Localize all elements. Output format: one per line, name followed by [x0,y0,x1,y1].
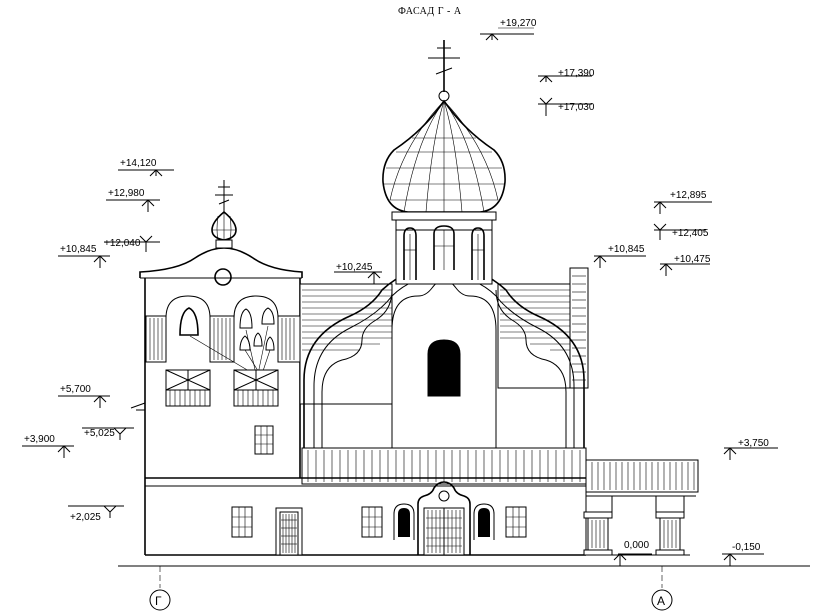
axis-a: А [651,566,673,611]
svg-text:+3,750: +3,750 [738,438,769,449]
plinth [145,477,587,556]
svg-text:+5,025: +5,025 [84,428,115,439]
svg-text:+12,980: +12,980 [108,188,145,199]
svg-text:+3,900: +3,900 [24,434,55,445]
svg-text:-0,150: -0,150 [732,542,761,553]
svg-text:0,000: 0,000 [624,540,649,551]
level-nave-eave: +10,245 [334,262,382,284]
svg-text:+12,405: +12,405 [672,228,709,239]
level-roof-eave: +10,475 [659,254,711,276]
level-ground: 0,000 [613,540,652,566]
belfry-dome [211,180,237,249]
svg-text:+10,845: +10,845 [60,244,97,255]
svg-text:+14,120: +14,120 [120,158,157,169]
svg-text:+17,030: +17,030 [558,102,595,113]
svg-text:+10,475: +10,475 [674,254,711,265]
level-porch-roof: +3,750 [723,438,778,460]
level-dome-base: +17,030 [538,97,595,116]
svg-text:+10,845: +10,845 [608,244,645,255]
level-second-floor: +3,900 [22,434,74,458]
level-drum-top: +12,895 [653,190,712,214]
svg-text:+2,025: +2,025 [70,512,101,523]
main-dome [382,40,506,285]
axis-g-label: Г [155,594,162,608]
svg-text:+10,245: +10,245 [336,262,373,273]
level-grade: -0,150 [722,542,764,566]
level-belfry-gable: +12,040 [104,235,160,252]
level-dome-top: +17,390 [538,68,595,83]
svg-text:+12,895: +12,895 [670,190,707,201]
axis-a-label: А [657,594,665,608]
porch [583,459,699,556]
level-belfry-eave: +10,845 [58,244,110,268]
svg-text:+17,390: +17,390 [558,68,595,79]
level-marks: +19,270 +17,390 +17,030 +14,120 +12,980 … [22,18,778,566]
level-bell-sill: +5,700 [58,384,110,408]
level-roof-ridge: +10,845 [593,244,646,268]
svg-text:+12,040: +12,040 [104,238,141,249]
drawing-title: ФАСАД Г - А [398,6,462,17]
level-belfry-dome: +12,980 [106,188,160,212]
level-cross-top: +19,270 [480,18,537,41]
level-plinth: +2,025 [68,505,124,523]
level-bell-base: +5,025 [82,427,134,440]
main-church [299,265,589,485]
svg-text:+19,270: +19,270 [500,18,537,29]
svg-text:+5,700: +5,700 [60,384,91,395]
level-belfry-cross: +14,120 [118,158,174,177]
level-drum-cornice: +12,405 [653,223,709,240]
axis-g: Г [149,566,171,611]
